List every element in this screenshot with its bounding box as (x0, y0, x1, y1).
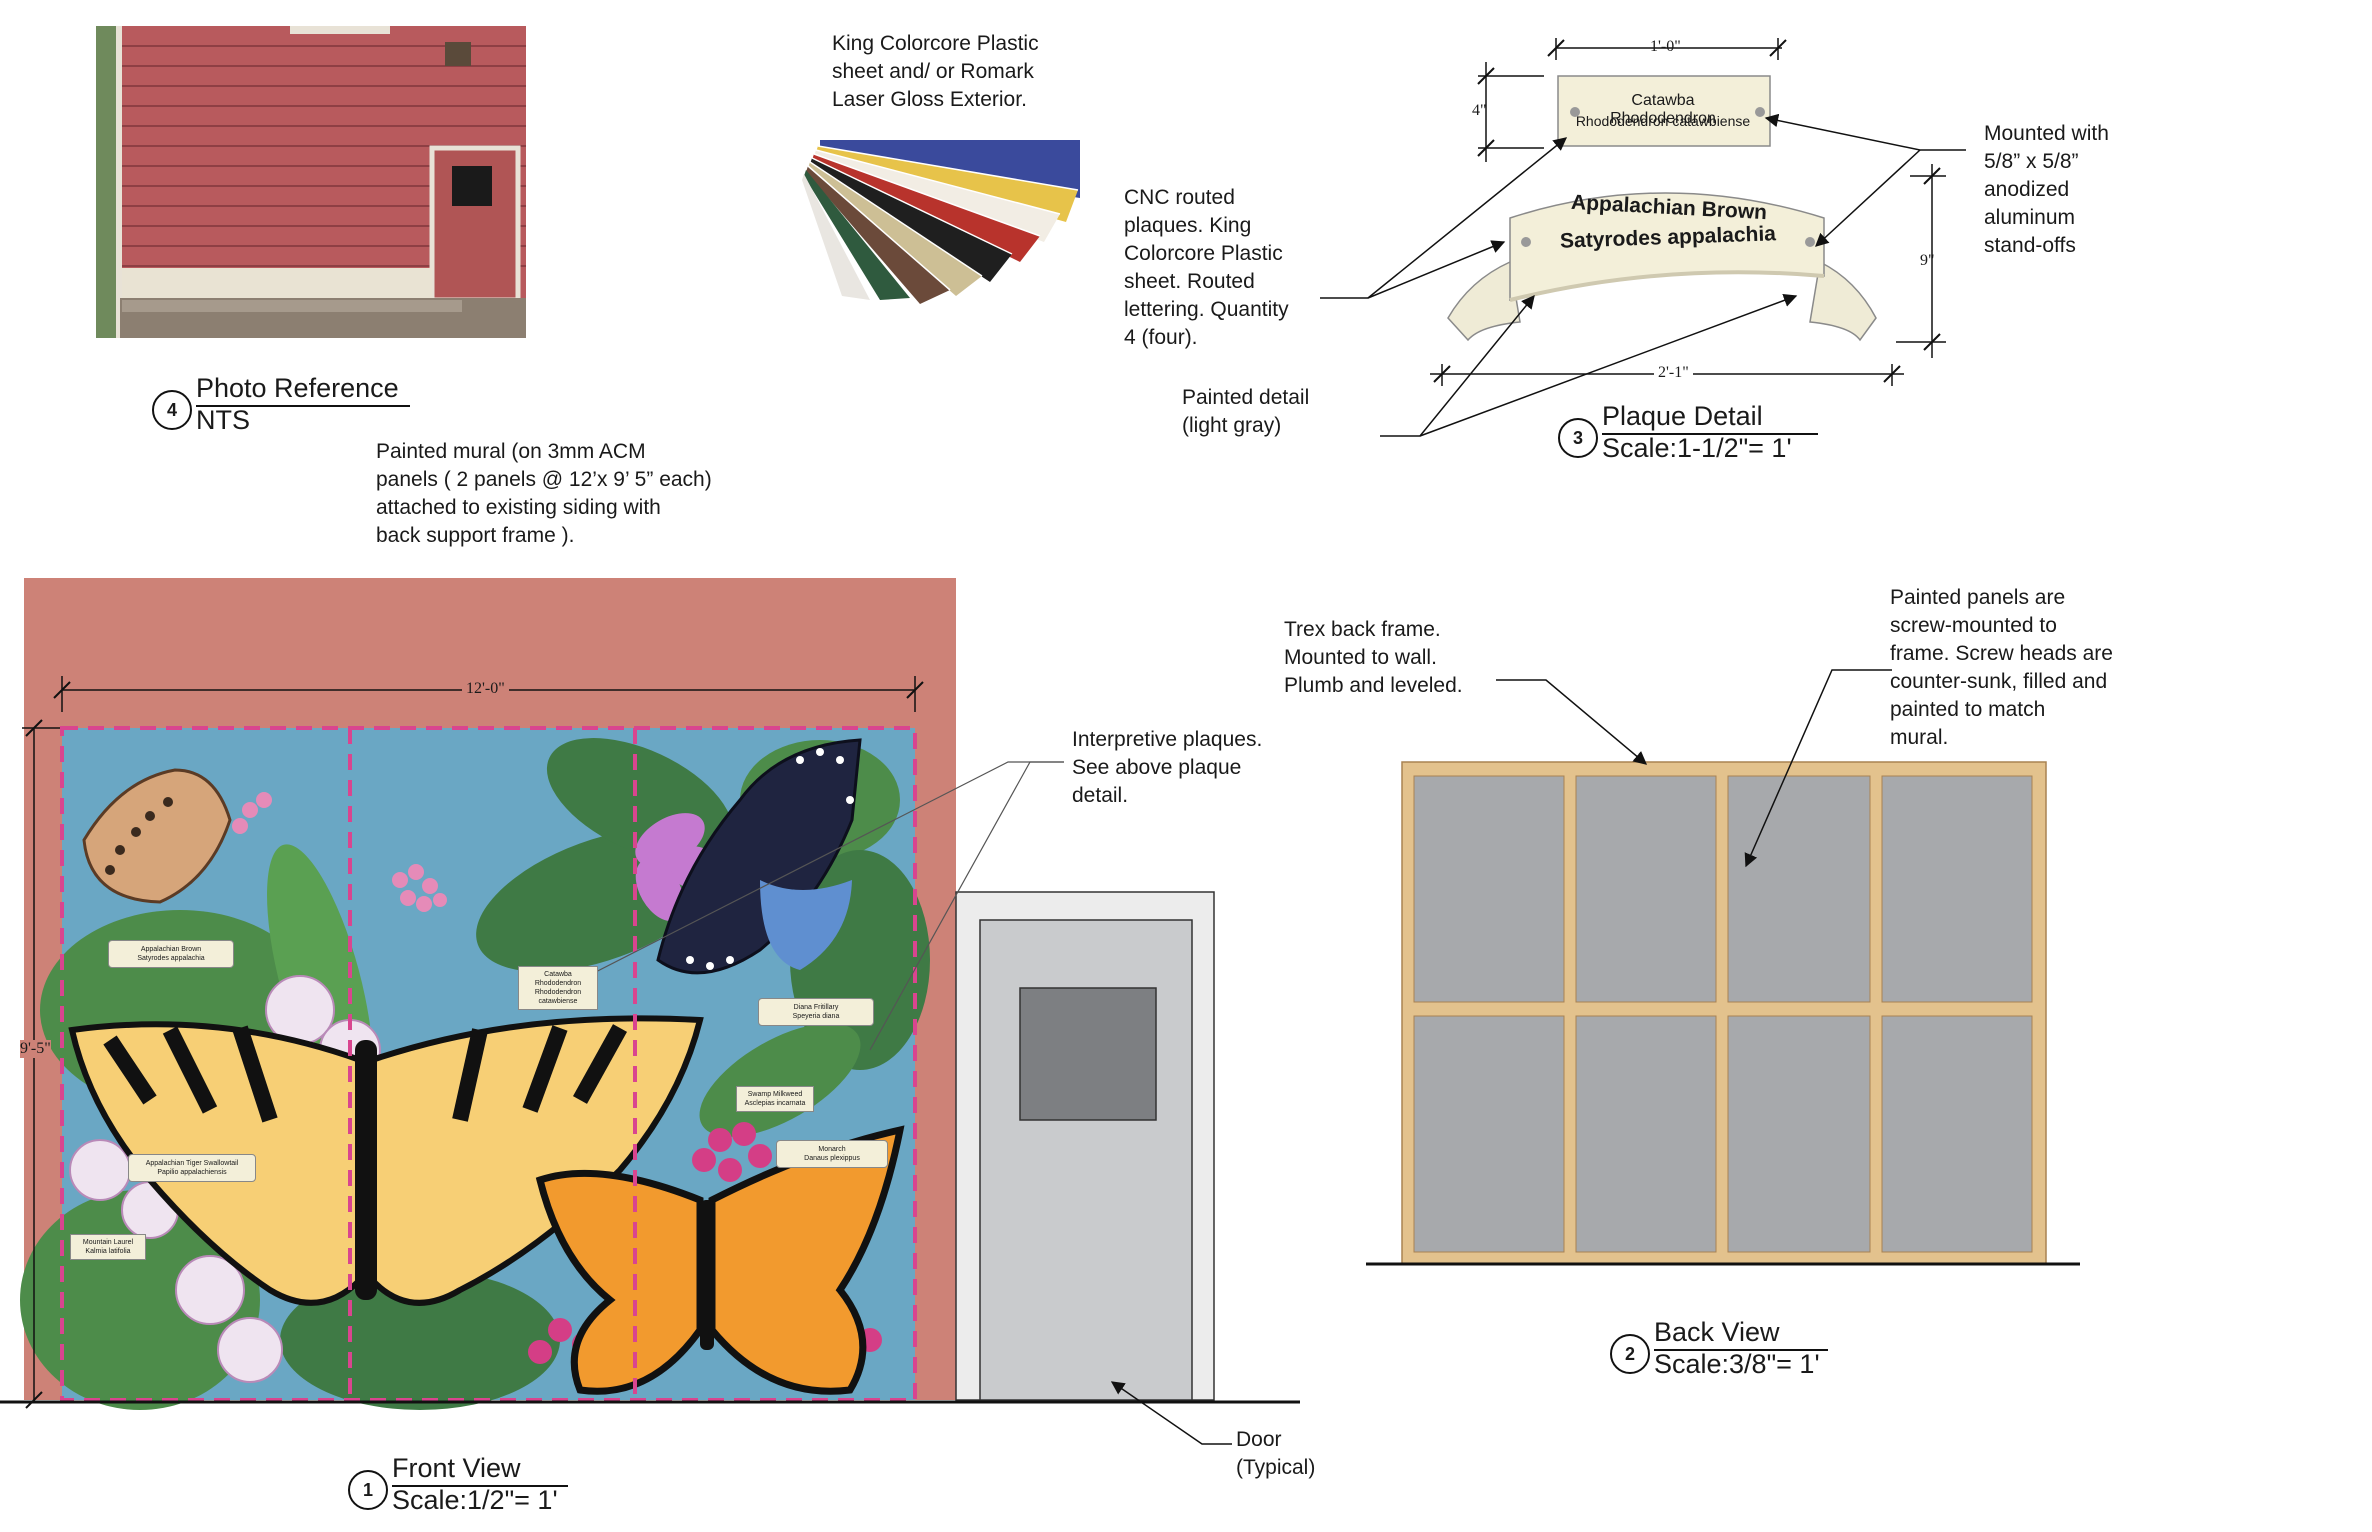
view-number-4: 4 (152, 390, 192, 430)
plaque-cnc-note: CNC routed plaques. King Colorcore Plast… (1124, 186, 1289, 349)
view-scale: Scale:1/2"= 1' (392, 1485, 558, 1515)
view-title: Back View (1654, 1317, 1780, 1347)
dim-plaque-width-bottom: 2'-1" (1654, 364, 1693, 382)
view-scale: Scale:3/8"= 1' (1654, 1349, 1820, 1379)
view-scale: NTS (196, 405, 250, 435)
dim-plaque-height-large: 9" (1920, 252, 1935, 269)
dim-plaque-height-small: 4" (1472, 102, 1487, 119)
mural-panels (20, 726, 930, 1410)
appalachian-brown-butterfly (82, 768, 232, 904)
back-frame-note: Trex back frame. Mounted to wall. Plumb … (1284, 618, 1463, 697)
plaque-mounting-note: Mounted with 5/8” x 5/8” anodized alumin… (1984, 122, 2109, 257)
mural-label-mountain-laurel: Mountain Laurel Kalmia latifolia (70, 1234, 146, 1260)
small-plaque (1557, 75, 1771, 147)
mural-label-appalachian-brown: Appalachian Brown Satyrodes appalachia (108, 940, 234, 968)
small-plaque-line1: Catawba Rhododendron (1610, 92, 1716, 127)
mural-label-diana-fritillary: Diana Fritillary Speyeria diana (758, 998, 874, 1026)
door-window (1019, 987, 1157, 1121)
mural-note: Painted mural (on 3mm ACM panels ( 2 pan… (376, 440, 712, 547)
small-plaque-line2: Rhododendron catawbiense (1575, 113, 1751, 129)
title-underline (1602, 433, 1818, 435)
mural-label-monarch: Monarch Danaus plexippus (776, 1140, 888, 1168)
mural-label-tiger-swallowtail: Appalachian Tiger Swallowtail Papilio ap… (128, 1154, 256, 1182)
front-door-note: Door (Typical) (1236, 1428, 1316, 1479)
mural-label-catawba-rhododendron: Catawba Rhododendron Rhododendron catawb… (518, 966, 598, 1010)
title-underline (392, 1485, 568, 1487)
view-number-1: 1 (348, 1470, 388, 1510)
mural-label-swamp-milkweed: Swamp Milkweed Asclepias incarnata (736, 1086, 814, 1112)
back-view-drawing (1366, 669, 2080, 1266)
plaque-painted-note: Painted detail (light gray) (1182, 386, 1310, 437)
color-swatch-fan (802, 140, 1080, 304)
view-number-3: 3 (1558, 418, 1598, 458)
banner-ribbon-back (1447, 260, 1521, 342)
title-underline (196, 405, 410, 407)
dim-mural-height: 9'-5" (20, 1040, 51, 1058)
front-view-drawing (0, 578, 1300, 1445)
photo-reference-image (96, 26, 526, 338)
title-underline (1654, 1349, 1828, 1351)
dim-mural-width: 12'-0" (462, 680, 509, 698)
view-number-2: 2 (1610, 1334, 1650, 1374)
back-panels-note: Painted panels are screw-mounted to fram… (1890, 586, 2113, 749)
tiger-swallowtail-butterfly (68, 1015, 704, 1306)
view-title: Front View (392, 1453, 521, 1483)
material-note: King Colorcore Plastic sheet and/ or Rom… (832, 32, 1039, 111)
dim-plaque-width-top: 1'-0" (1650, 38, 1681, 55)
monarch-butterfly (535, 1125, 905, 1395)
front-plaques-note: Interpretive plaques. See above plaque d… (1072, 728, 1263, 807)
view-title: Plaque Detail (1602, 401, 1763, 431)
plaque-detail-drawing (1320, 38, 1966, 437)
view-scale: Scale:1-1/2"= 1' (1602, 433, 1792, 463)
view-title: Photo Reference (196, 373, 399, 403)
